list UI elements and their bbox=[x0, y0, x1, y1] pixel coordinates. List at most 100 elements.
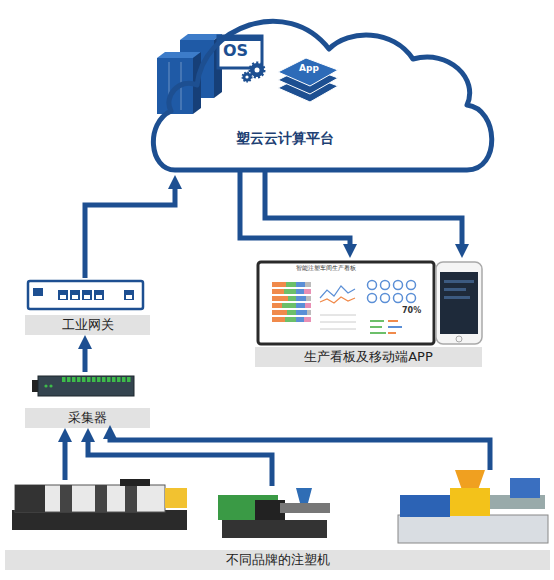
dashboard-screen bbox=[320, 297, 355, 303]
dashboard-screen bbox=[370, 332, 386, 334]
gateway-device bbox=[94, 290, 104, 300]
injection-machine bbox=[12, 510, 187, 530]
dashboard-screen bbox=[288, 296, 296, 301]
dashboard-screen bbox=[381, 281, 390, 290]
collector-device bbox=[92, 377, 96, 382]
os-icon bbox=[218, 36, 264, 82]
os-icon bbox=[245, 75, 248, 78]
dashboard-screen bbox=[388, 320, 398, 322]
mobile-phone bbox=[444, 288, 466, 291]
dashboard-screen bbox=[272, 317, 285, 322]
flow-arrow bbox=[63, 442, 68, 480]
dashboard-screen bbox=[286, 282, 296, 287]
caption-band: 生产看板及移动端APP bbox=[255, 347, 482, 367]
injection-machine bbox=[222, 520, 327, 538]
collector-device bbox=[117, 377, 121, 382]
collector-device bbox=[97, 377, 101, 382]
device-box: 生产看板及移动端APP bbox=[255, 258, 482, 367]
dashboard-screen bbox=[272, 303, 282, 308]
screen-title: 智能注塑车间生产看板 bbox=[296, 265, 356, 271]
dashboard-screen bbox=[381, 294, 390, 303]
cloud-outline bbox=[153, 21, 491, 170]
mobile-phone bbox=[436, 262, 482, 344]
flow-arrow bbox=[265, 170, 462, 244]
platform-title: 塑云云计算平台 bbox=[195, 130, 375, 148]
cloud-outline bbox=[145, 5, 500, 175]
gateway-device bbox=[84, 295, 90, 299]
caption-band: 采集器 bbox=[25, 408, 150, 428]
flow-arrow bbox=[85, 189, 175, 278]
gateway-device bbox=[96, 295, 102, 299]
injection-machine bbox=[125, 485, 137, 512]
dashboard-screen bbox=[305, 282, 311, 287]
flow-arrow bbox=[85, 189, 175, 278]
dashboard-screen bbox=[284, 289, 296, 294]
dashboard-screen bbox=[272, 289, 284, 294]
icon-text: App bbox=[299, 64, 319, 73]
collector-device bbox=[38, 376, 134, 396]
flow-arrow bbox=[85, 349, 86, 372]
gateway-device bbox=[58, 290, 68, 300]
flow-arrow bbox=[110, 439, 490, 470]
injection-machine bbox=[120, 479, 150, 486]
dashboard-screen bbox=[287, 310, 296, 315]
os-icon bbox=[243, 73, 252, 82]
app-stack-icon bbox=[278, 58, 338, 86]
collector-device bbox=[32, 376, 134, 396]
dashboard-screen bbox=[282, 303, 296, 308]
injection-machine bbox=[398, 470, 548, 543]
gateway-device bbox=[33, 288, 43, 296]
icon-text: OS bbox=[223, 43, 248, 59]
injection-machine bbox=[398, 515, 548, 543]
gateway-device bbox=[72, 295, 78, 299]
dashboard-screen bbox=[407, 281, 416, 290]
dashboard-screen bbox=[320, 329, 356, 330]
dashboard-screen bbox=[272, 296, 288, 301]
injection-machine bbox=[15, 485, 45, 512]
gauge-value: 70% bbox=[402, 307, 421, 315]
collector-device bbox=[107, 377, 111, 382]
cloud-platform: 塑云云计算平台 bbox=[145, 5, 500, 175]
dashboard-screen bbox=[368, 294, 377, 303]
os-icon bbox=[255, 68, 260, 73]
app-stack-icon bbox=[278, 58, 338, 102]
dashboard-screen bbox=[306, 296, 311, 301]
dashboard-screen bbox=[285, 317, 296, 322]
injection-machine bbox=[12, 479, 187, 530]
dashboard-screen bbox=[407, 294, 416, 303]
dashboard-screen bbox=[272, 310, 287, 315]
injection-machine bbox=[296, 488, 312, 503]
dashboard-screen bbox=[305, 303, 311, 308]
collector-device bbox=[72, 377, 76, 382]
injection-machine bbox=[95, 485, 107, 512]
dashboard-screen bbox=[320, 322, 356, 323]
injection-machine bbox=[455, 470, 485, 490]
collector-device bbox=[122, 377, 126, 382]
gateway-device bbox=[70, 290, 80, 300]
collector-device bbox=[87, 377, 91, 382]
dashboard-screen bbox=[258, 262, 434, 344]
mobile-phone bbox=[444, 280, 474, 283]
dashboard-screen bbox=[296, 296, 306, 301]
injection-machine bbox=[218, 488, 330, 538]
dashboard-screen bbox=[296, 289, 304, 294]
flow-arrow bbox=[240, 170, 350, 244]
caption-band: 不同品牌的注塑机 bbox=[5, 550, 550, 570]
dashboard-screen bbox=[320, 286, 355, 298]
collector-device bbox=[127, 377, 131, 382]
injection-machine bbox=[60, 485, 72, 512]
collector-device bbox=[62, 377, 66, 382]
injection-machine bbox=[165, 488, 187, 508]
dashboard-screen bbox=[307, 310, 311, 315]
injection-machine bbox=[450, 488, 490, 516]
mobile-phone bbox=[440, 272, 478, 334]
dashboard-screen bbox=[388, 332, 396, 334]
device-box: 采集器 bbox=[25, 372, 150, 428]
injection-machine bbox=[400, 495, 450, 517]
flow-arrow bbox=[65, 439, 490, 486]
dashboard-screen bbox=[370, 320, 384, 322]
injection-machine bbox=[510, 478, 540, 498]
collector-device bbox=[112, 377, 116, 382]
